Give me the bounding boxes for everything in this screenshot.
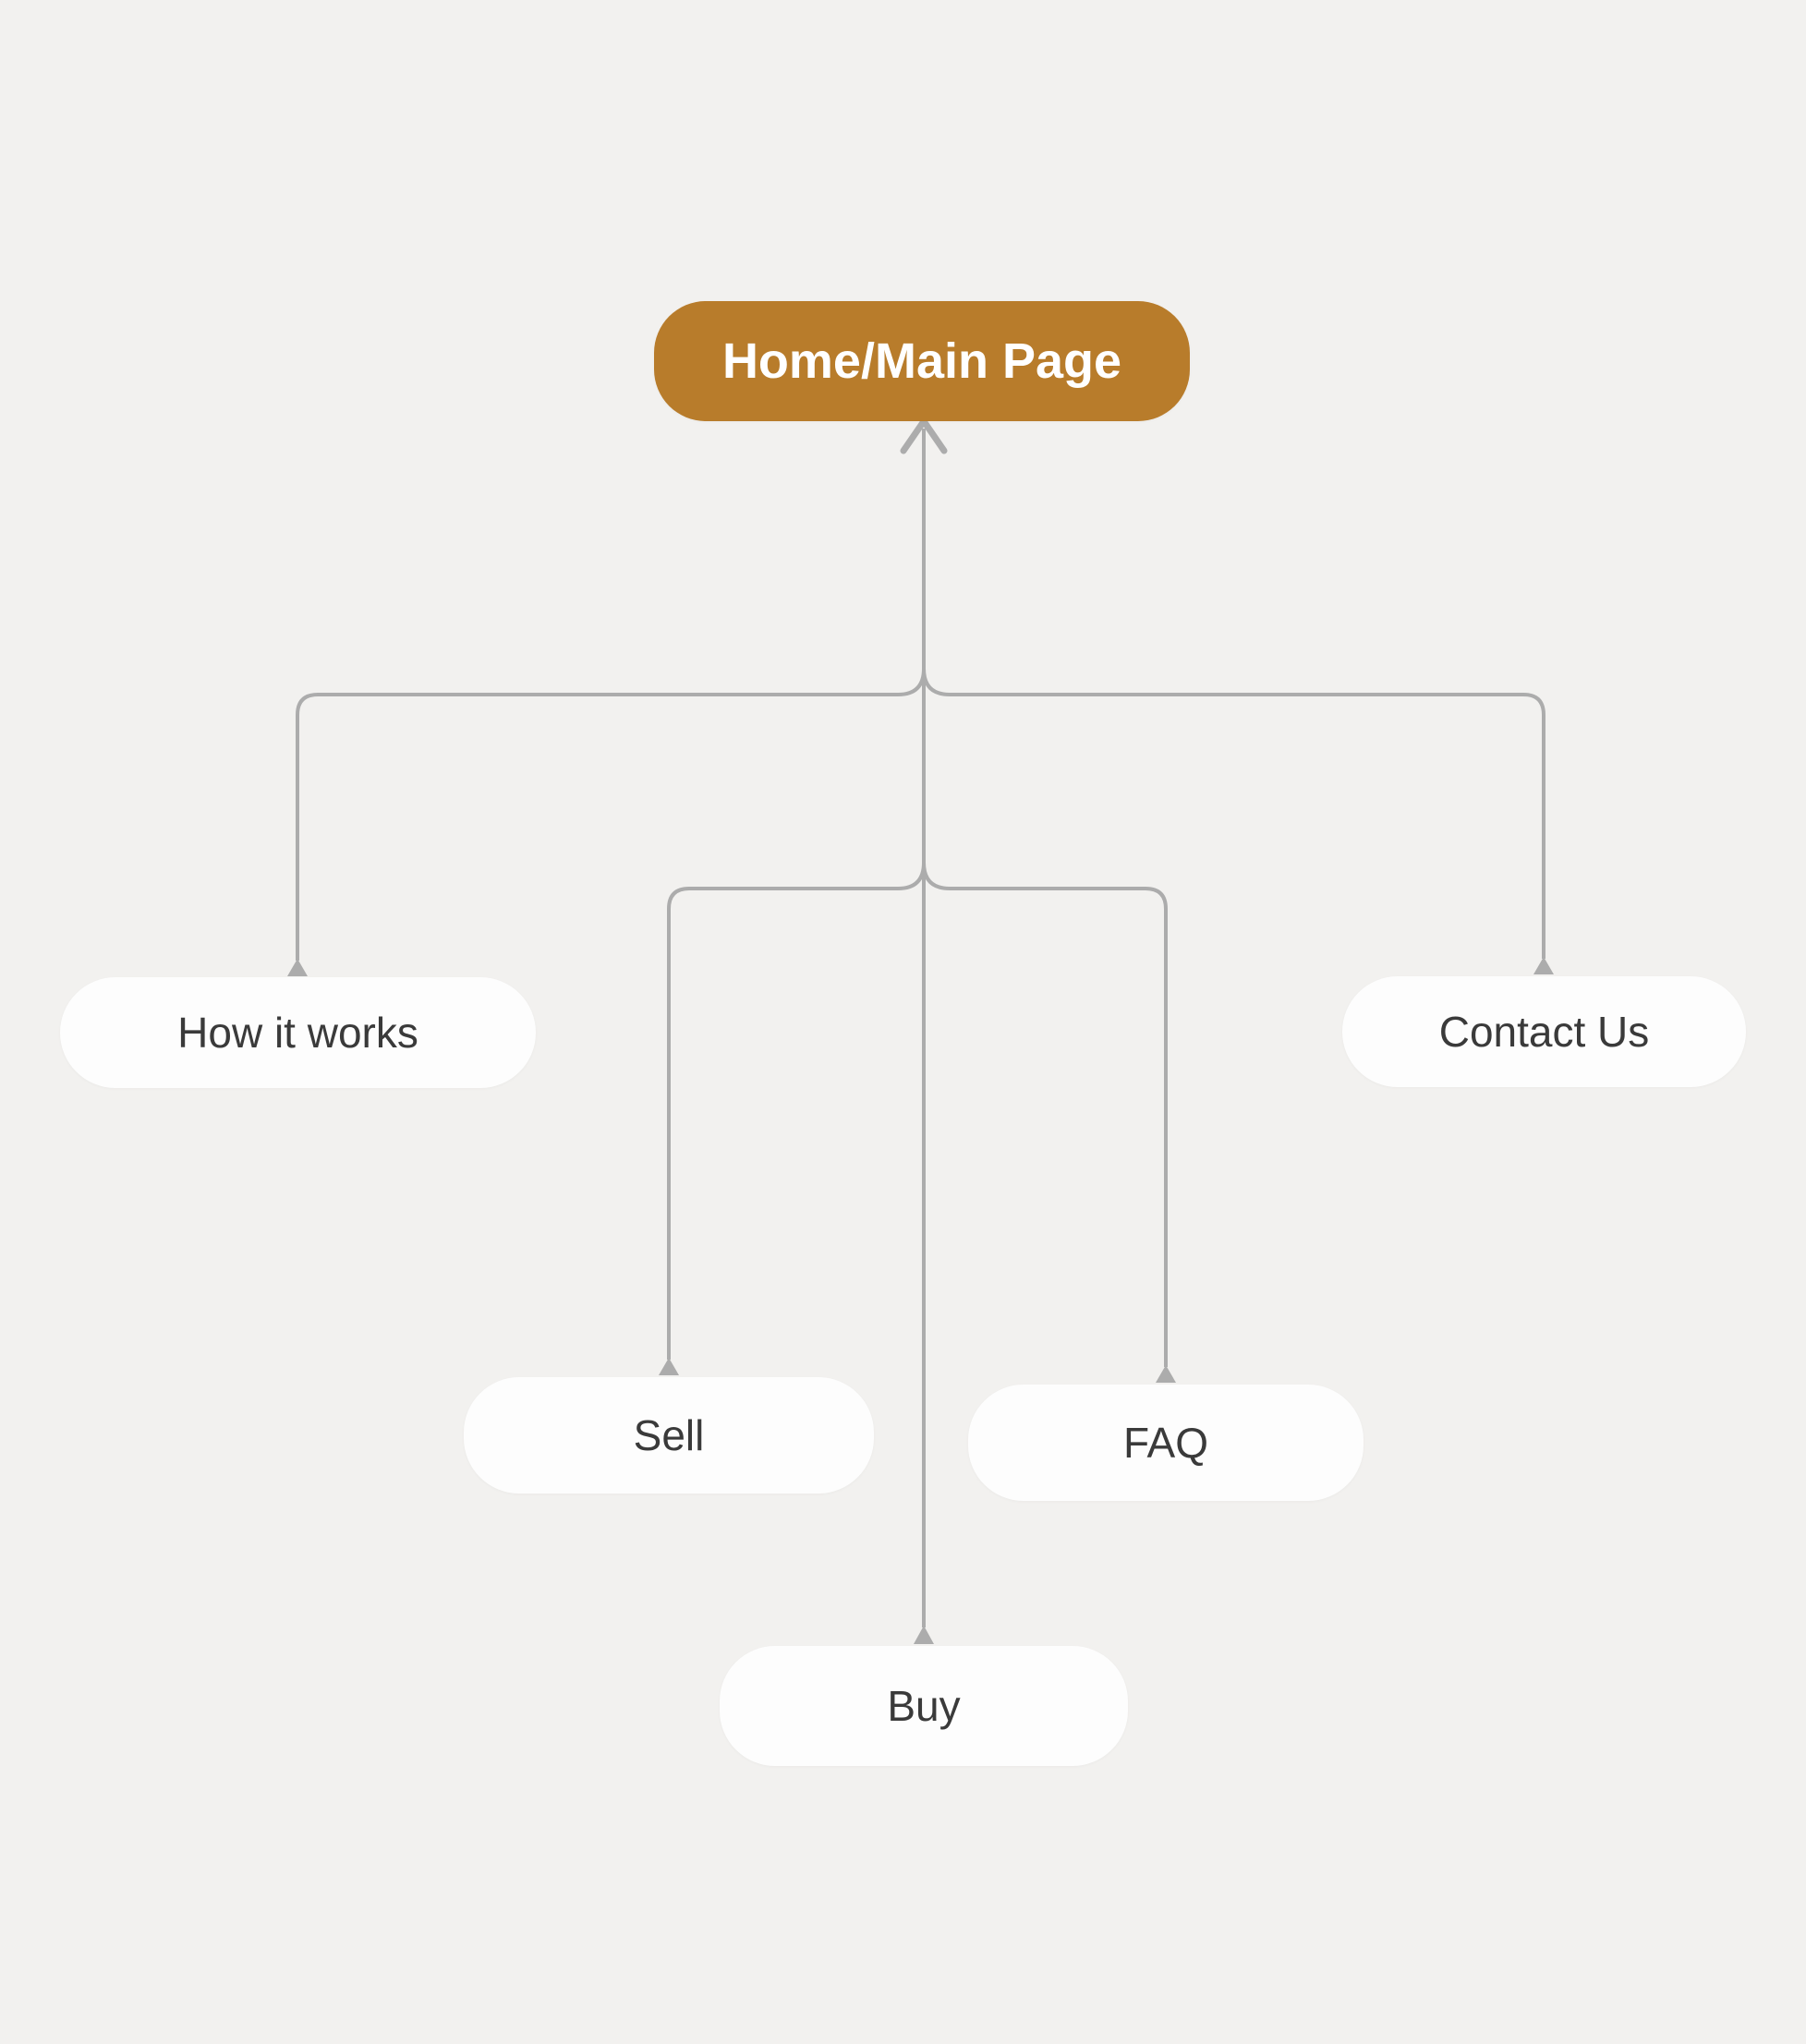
node-home-label: Home/Main Page [721, 333, 1122, 389]
arrow-up-chevron-icon [900, 415, 948, 454]
node-contact-us-label: Contact Us [1438, 1008, 1650, 1056]
arrowhead-triangle-icon [287, 959, 308, 976]
node-sell-label: Sell [633, 1411, 705, 1459]
arrowhead-triangle-icon [914, 1626, 934, 1644]
edge-contact-us-home [922, 668, 1545, 959]
node-how-it-works-label: How it works [177, 1009, 418, 1057]
node-buy-label: Buy [887, 1682, 961, 1730]
node-faq[interactable]: FAQ [968, 1385, 1364, 1501]
node-home[interactable]: Home/Main Page [654, 301, 1190, 421]
edge-how-it-works-home [296, 668, 926, 961]
edge-faq-home [922, 862, 1168, 1367]
node-faq-label: FAQ [1122, 1419, 1209, 1467]
node-sell[interactable]: Sell [464, 1377, 874, 1494]
arrowhead-triangle-icon [659, 1358, 679, 1375]
node-buy[interactable]: Buy [720, 1646, 1128, 1766]
arrowhead-triangle-icon [1533, 957, 1554, 974]
node-contact-us[interactable]: Contact Us [1342, 976, 1746, 1087]
arrowhead-triangle-icon [1156, 1365, 1176, 1383]
edge-sell-home [667, 862, 926, 1360]
node-how-it-works[interactable]: How it works [60, 977, 536, 1088]
